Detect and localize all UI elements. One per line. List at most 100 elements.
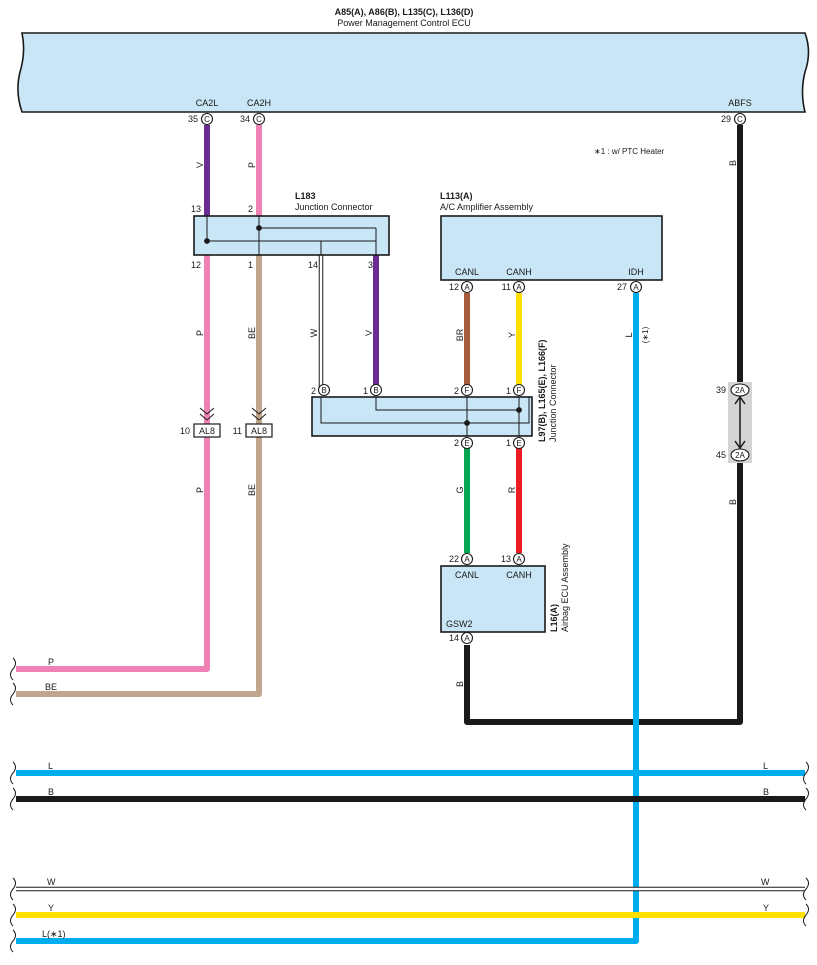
ecu-pin-label-ca2l: CA2L [196,98,219,108]
wire-l-idh-to-bus [16,293,639,944]
svg-text:A: A [464,555,470,564]
ecu-box[interactable] [17,32,810,113]
bus-label-w-left: W [47,877,56,887]
svg-text:2A: 2A [735,451,745,460]
wire-labels: V P P BE W V BR Y L (∗1) B B G R P BE B [195,160,738,687]
airbag-label-gsw2: GSW2 [446,619,473,629]
svg-text:A: A [516,283,522,292]
l113-pin-11[interactable]: 11 A [502,280,526,294]
l113-label-idh: IDH [628,267,644,277]
wire-label-g: G [455,486,465,493]
jc2-pin-1b[interactable]: 1 B [363,383,383,397]
ecu-pin-35[interactable]: 35 C [188,112,214,126]
svg-text:C: C [737,115,743,124]
svg-text:35: 35 [188,114,198,124]
l183-pin-2: 2 [248,204,253,214]
wire-label-r: R [507,486,517,493]
airbag-pin-14[interactable]: 14 A [449,631,474,645]
l183-name: L183 [295,191,316,201]
l113-pin-27[interactable]: 27 A [617,280,643,294]
svg-text:A: A [464,283,470,292]
svg-text:2A: 2A [735,386,745,395]
svg-text:2: 2 [311,386,316,396]
svg-text:A: A [464,634,470,643]
svg-text:45: 45 [716,450,726,460]
svg-text:E: E [516,439,521,448]
svg-text:11: 11 [233,426,242,436]
jc2-pin-1f[interactable]: 1 F [506,383,526,397]
airbag-pin-13[interactable]: 13 A [501,552,526,566]
svg-text:A: A [516,555,522,564]
wire-label-b3: B [455,681,465,687]
jc2-pin-1e[interactable]: 1 E [506,436,526,450]
svg-text:1: 1 [506,438,511,448]
svg-text:A: A [633,283,639,292]
l183-box[interactable] [193,215,390,256]
svg-text:AL8: AL8 [199,426,215,436]
l113-pin-12[interactable]: 12 A [449,280,474,294]
wire-label-p3: P [195,487,205,493]
wire-label-b2: B [728,499,738,505]
bus-label-p: P [48,657,54,667]
bus-lines [16,770,805,918]
airbag-box[interactable] [440,565,546,633]
svg-text:39: 39 [716,385,726,395]
wire-label-p1: P [247,162,257,168]
svg-text:F: F [517,386,522,395]
svg-text:14: 14 [449,633,459,643]
ecu-pin-label-ca2h: CA2H [247,98,271,108]
wire-label-star1: (∗1) [641,326,650,343]
l113-name: L113(A) [440,191,473,201]
ecu-pin-29[interactable]: 29 C [721,112,747,126]
svg-text:29: 29 [721,114,731,124]
l183-pin-12: 12 [191,260,201,270]
ecu-title-line2: Power Management Control ECU [337,18,471,28]
l113-label-canh: CANH [506,267,532,277]
wire-be-to-bus [16,255,262,697]
splice-2a[interactable]: 39 2A 45 2A [716,382,752,463]
note-ptc-heater: ∗1 : w/ PTC Heater [594,147,665,156]
svg-text:C: C [204,115,210,124]
svg-text:E: E [464,439,469,448]
l183-pin-1: 1 [248,260,253,270]
wire-label-v1: V [195,162,205,168]
ecu-pin-34[interactable]: 34 C [240,112,266,126]
wire-p-to-bus [16,255,210,672]
svg-text:13: 13 [501,554,511,564]
al8-connector-10[interactable]: 10 AL8 [180,407,221,438]
l183-pin-13: 13 [191,204,201,214]
svg-text:1: 1 [506,386,511,396]
svg-text:B: B [321,386,326,395]
svg-text:1: 1 [363,386,368,396]
bus-label-b-right: B [763,787,769,797]
bus-label-l-left: L [48,761,53,771]
jc2-box[interactable] [311,396,533,437]
l183-pin-14: 14 [308,260,318,270]
bus-label-y-right: Y [763,903,769,913]
l183-internal [204,216,377,255]
airbag-name: L16(A) [549,604,559,632]
wire-label-w1: W [309,328,319,337]
wire-b-splice-airbag [464,460,743,725]
jc2-pin-2b[interactable]: 2 B [311,383,331,397]
al8-connector-11[interactable]: 11 AL8 [233,407,273,438]
airbag-pin-22[interactable]: 22 A [449,552,474,566]
wire-label-y1: Y [507,332,517,338]
svg-text:12: 12 [449,282,459,292]
jc2-name: L97(B), L165(E), L166(F) [537,339,547,442]
l113-box[interactable] [440,215,663,281]
svg-text:10: 10 [180,426,190,436]
jc2-pin-2e[interactable]: 2 E [454,436,474,450]
svg-text:22: 22 [449,554,459,564]
svg-text:2: 2 [454,386,459,396]
wire-label-v2: V [364,330,374,336]
svg-text:27: 27 [617,282,627,292]
l183-desc: Junction Connector [295,202,373,212]
bus-label-b-left: B [48,787,54,797]
wire-label-b1: B [728,160,738,166]
svg-text:2: 2 [454,438,459,448]
jc2-pin-2f[interactable]: 2 F [454,383,474,397]
l113-desc: A/C Amplifier Assembly [440,202,534,212]
airbag-desc: Airbag ECU Assembly [560,543,570,632]
bus-label-w-right: W [761,877,770,887]
